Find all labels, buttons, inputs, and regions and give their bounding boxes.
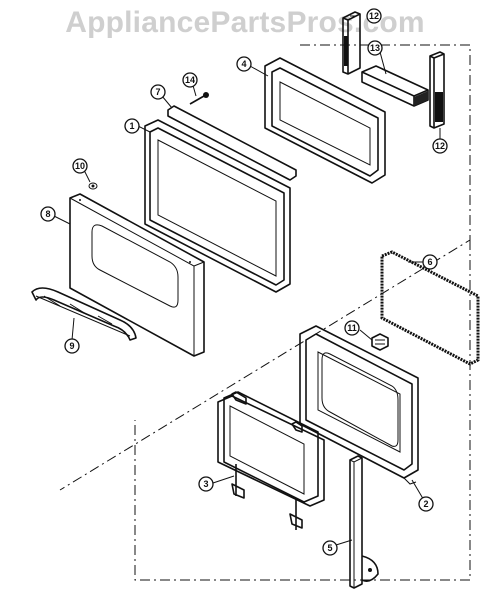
part-3-glass-pack: [217, 391, 325, 530]
svg-text:10: 10: [75, 161, 85, 171]
callout-1: 1: [124, 118, 140, 134]
part-10-nut: [88, 182, 98, 190]
svg-text:2: 2: [423, 499, 428, 509]
callout-11: 11: [344, 320, 360, 336]
callout-3: 3: [198, 476, 214, 492]
part-12-right-insulation: [429, 51, 445, 129]
callout-leaders: [53, 15, 441, 546]
part-5-door-hinge: [349, 455, 379, 589]
svg-text:12: 12: [369, 11, 379, 21]
section-boundary-upper: [59, 44, 471, 491]
part-12-top-insulation: [342, 11, 361, 75]
part-4-window-frame: [264, 57, 386, 184]
part-14-screw: [189, 92, 209, 105]
part-1-door-frame: [144, 119, 291, 293]
callout-5: 5: [322, 540, 338, 556]
svg-text:11: 11: [347, 323, 357, 333]
callout-6: 6: [422, 254, 438, 270]
svg-text:8: 8: [45, 209, 50, 219]
callout-14: 14: [182, 72, 198, 88]
svg-text:13: 13: [370, 43, 380, 53]
callout-8: 8: [40, 206, 56, 222]
svg-text:1: 1: [129, 121, 134, 131]
part-7-trim-strip: [167, 105, 297, 181]
section-boundary-lower: [134, 240, 471, 581]
callout-12-top: 12: [366, 8, 382, 24]
svg-text:4: 4: [241, 59, 246, 69]
part-8-outer-door-panel: [69, 193, 205, 357]
part-13-insulation: [361, 65, 429, 107]
callout-9: 9: [64, 338, 80, 354]
svg-text:14: 14: [185, 75, 195, 85]
svg-text:6: 6: [427, 257, 432, 267]
watermark-text: AppliancePartsPros.com: [65, 6, 425, 39]
callout-2: 2: [418, 496, 434, 512]
callout-4: 4: [236, 56, 252, 72]
svg-text:3: 3: [203, 479, 208, 489]
callout-7: 7: [150, 84, 166, 100]
part-11-clip: [371, 333, 389, 351]
svg-text:12: 12: [435, 141, 445, 151]
callout-12-right: 12: [432, 138, 448, 154]
svg-text:9: 9: [69, 341, 74, 351]
callout-10: 10: [72, 158, 88, 174]
part-6-door-gasket: [380, 250, 480, 366]
svg-text:7: 7: [155, 87, 160, 97]
callout-13: 13: [367, 40, 383, 56]
svg-text:5: 5: [327, 543, 332, 553]
part-9-door-handle: [31, 287, 137, 341]
